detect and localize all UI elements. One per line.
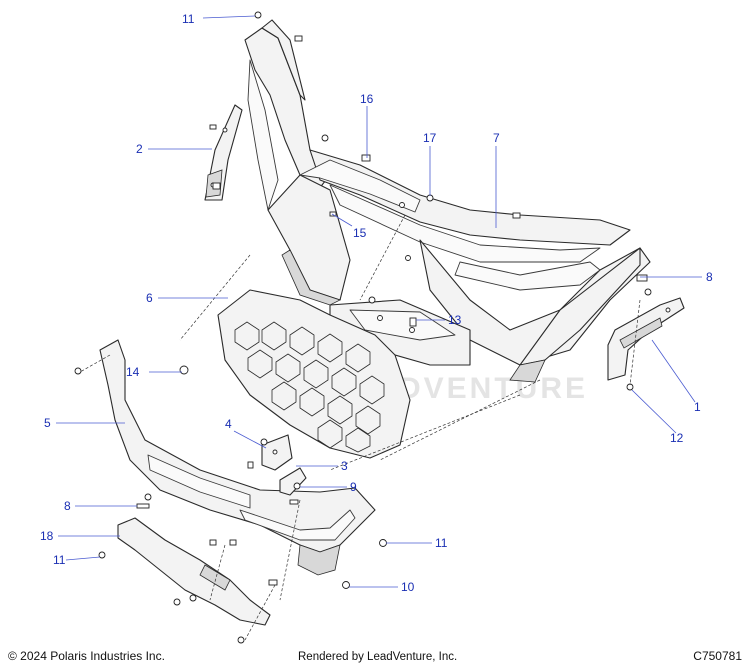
left-bracket-part — [204, 104, 243, 201]
callout-5: 5 — [44, 416, 51, 430]
callout-15: 15 — [353, 226, 367, 240]
callout-labels: 11 2 16 17 7 15 8 6 13 14 1 5 4 12 3 9 8… — [40, 12, 713, 594]
callout-4: 4 — [225, 417, 232, 431]
leader-lines — [56, 15, 702, 588]
callout-9: 9 — [350, 480, 357, 494]
callout-11-top: 11 — [182, 12, 195, 26]
front-bumper-part — [99, 339, 376, 576]
copyright-text: © 2024 Polaris Industries Inc. — [8, 649, 165, 663]
callout-1: 1 — [694, 400, 701, 414]
callout-3: 3 — [341, 459, 348, 473]
callout-18: 18 — [40, 529, 54, 543]
callout-8-right: 8 — [706, 270, 713, 284]
lower-skid-part — [117, 517, 271, 626]
callout-11-bottom-left: 11 — [53, 553, 66, 567]
right-bracket-part — [607, 297, 685, 381]
callout-10: 10 — [401, 580, 415, 594]
callout-14: 14 — [126, 365, 140, 379]
callout-12: 12 — [670, 431, 684, 445]
rendered-by-text: Rendered by LeadVenture, Inc. — [298, 651, 458, 663]
center-bracket-part — [261, 434, 293, 471]
grille-part — [217, 289, 411, 459]
callout-17: 17 — [423, 131, 437, 145]
callout-2: 2 — [136, 142, 143, 156]
callout-8-left: 8 — [64, 499, 71, 513]
callout-13: 13 — [448, 313, 462, 327]
callout-6: 6 — [146, 291, 153, 305]
assembly-lines — [79, 214, 641, 641]
callout-11-bottom-right: 11 — [435, 536, 448, 550]
diagram-id-text: C750781 — [693, 649, 742, 663]
callout-7: 7 — [493, 131, 500, 145]
callout-16: 16 — [360, 92, 374, 106]
hardware-group — [74, 11, 652, 644]
